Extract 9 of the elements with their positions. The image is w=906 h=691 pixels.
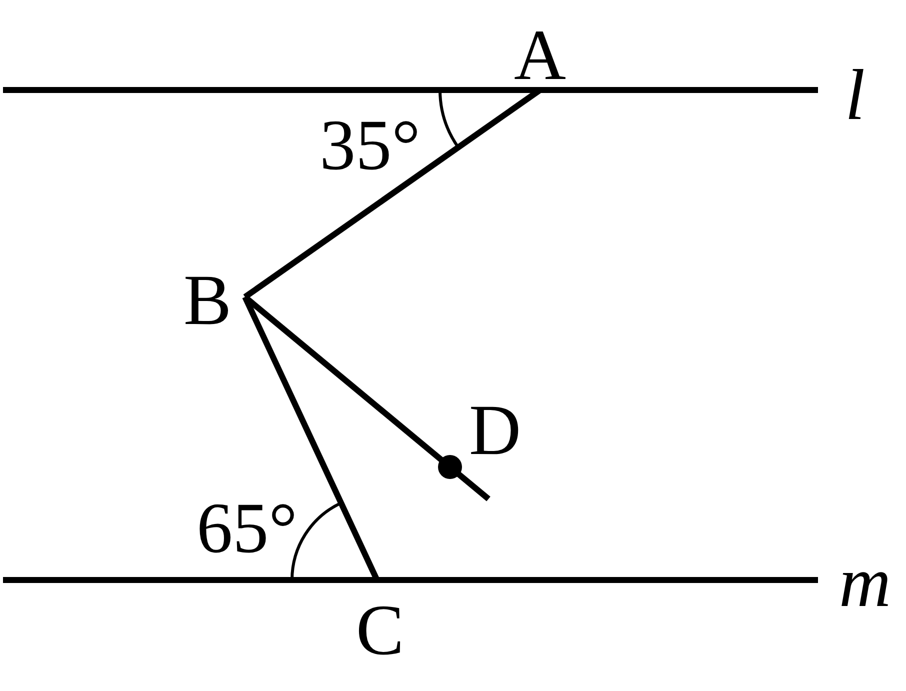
point-label: D bbox=[450, 392, 540, 467]
angle-label: 35° bbox=[320, 109, 420, 181]
point-label: A bbox=[500, 20, 580, 90]
angle-label: 65° bbox=[196, 492, 298, 564]
line-segment bbox=[243, 294, 490, 502]
point-label: B bbox=[170, 262, 245, 337]
line-name: l bbox=[845, 59, 865, 131]
point-label: C bbox=[340, 580, 420, 680]
line-name: m bbox=[839, 546, 891, 618]
